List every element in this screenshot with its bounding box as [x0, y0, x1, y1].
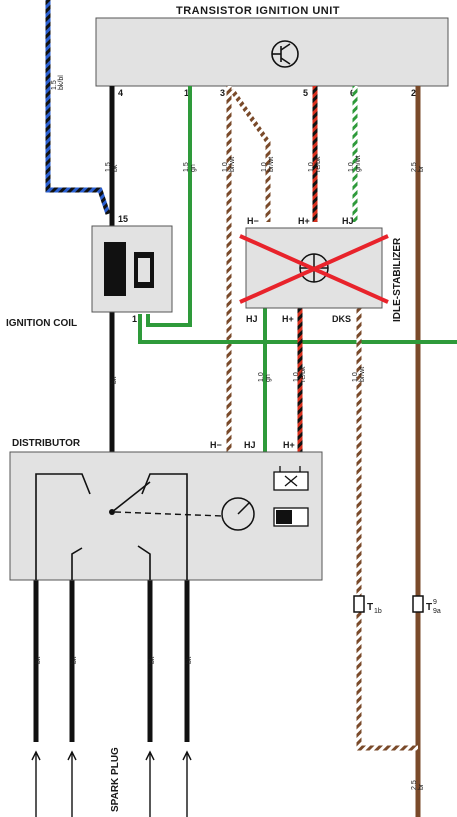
spark-plug-arrows-icon	[31, 750, 192, 817]
label-wre2-gauge: 1.0	[293, 372, 300, 382]
label-wdks-color: br/wt	[359, 367, 366, 382]
label-w2-gauge: 2.5	[411, 162, 418, 172]
label-wre2-color: re/bk	[300, 366, 307, 382]
transistor-symbol-icon	[271, 40, 299, 68]
connector-t9a-label: T	[426, 602, 432, 613]
wire-pin3-diag-brwt	[229, 88, 271, 222]
stab-pin-hplus-bottom: H+	[282, 314, 294, 324]
stab-pin-hj-bottom: HJ	[246, 314, 258, 324]
spark-plugs: SPARK PLUG	[31, 747, 192, 817]
distributor: DISTRIBUTOR H− HJ H+	[9, 438, 323, 581]
ignition-coil: 15 1 IGNITION COIL	[6, 214, 173, 329]
stab-pin-hplus-top: H+	[298, 216, 310, 226]
unit-pin-5: 5	[303, 88, 308, 98]
unit-pin-1: 1	[184, 88, 189, 98]
connector-t9a: T 9 9a	[412, 595, 441, 615]
label-sp1-color: bk	[35, 656, 42, 664]
label-wbot-color: br	[418, 783, 425, 790]
connector-t9a-sub: 9a	[433, 608, 441, 615]
distributor-label: DISTRIBUTOR	[12, 438, 81, 449]
label-w1u-gauge: 1.5	[183, 162, 190, 172]
dist-pin-hplus: H+	[283, 440, 295, 450]
transistor-ignition-unit: TRANSISTOR IGNITION UNIT 4 1 3 5 6 2	[95, 5, 449, 98]
label-w5-gauge: 1.0	[308, 162, 315, 172]
connector-t1b: T 1b	[353, 595, 382, 615]
unit-pin-2: 2	[411, 88, 416, 98]
label-wgn2-gauge: 1.0	[258, 372, 265, 382]
coil-pin-1: 1	[132, 314, 137, 324]
label-w5-color: re/bk	[315, 156, 322, 172]
label-w3-gauge: 1.0	[222, 162, 229, 172]
idle-stabilizer: H− H+ HJ HJ H+ DKS IDLE-STABILIZER	[239, 216, 403, 324]
wires	[33, 0, 457, 817]
label-wcoil-color: bk	[111, 376, 118, 384]
label-w1u-color: gn	[190, 164, 197, 172]
unit-pin-3: 3	[220, 88, 225, 98]
cross-out-icon	[239, 234, 389, 304]
label-sp2-color: bk	[71, 656, 78, 664]
hall-sender-icon	[273, 507, 309, 527]
label-w6-color: gn/wt	[355, 155, 362, 172]
spark-plug-label: SPARK PLUG	[110, 747, 121, 812]
unit-title: TRANSISTOR IGNITION UNIT	[176, 5, 340, 17]
stab-pin-hj-top: HJ	[342, 216, 354, 226]
connector-t1b-label: T	[367, 602, 373, 613]
label-w4-color: bk	[112, 164, 119, 172]
dist-pin-hminus: H−	[210, 440, 222, 450]
idle-stabilizer-label: IDLE-STABILIZER	[392, 237, 403, 322]
coil-pin-15: 15	[118, 214, 128, 224]
ignition-coil-label: IGNITION COIL	[6, 318, 77, 329]
label-w1-color: bk/bl	[58, 75, 65, 90]
stab-pin-dks: DKS	[332, 314, 351, 324]
label-w2-color: br	[418, 165, 425, 172]
connector-t1b-sub: 1b	[374, 608, 382, 615]
label-w1-gauge: 1.5	[51, 80, 58, 90]
wire-bk-bl	[45, 0, 111, 215]
label-wdks-gauge: 1.0	[352, 372, 359, 382]
label-wgn2-color: gn	[265, 374, 272, 382]
label-w3-color: br/wt	[229, 157, 236, 172]
label-w3b-gauge: 1.0	[261, 162, 268, 172]
label-sp3-color: bk	[149, 656, 156, 664]
unit-pin-4: 4	[118, 88, 123, 98]
label-w3b-color: br/wt	[268, 157, 275, 172]
wire-gn-bus	[138, 314, 457, 344]
dist-pin-hj: HJ	[244, 440, 256, 450]
vacuum-switch-icon	[273, 466, 309, 491]
wire-stab-dks-brwt	[356, 308, 418, 751]
wire-pin1-gn	[146, 86, 192, 327]
stab-pin-hminus: H−	[247, 216, 259, 226]
label-w6-gauge: 1.0	[348, 162, 355, 172]
connector-t9a-sup: 9	[433, 599, 437, 606]
label-sp4-color: bk	[186, 656, 193, 664]
label-wbot-gauge: 2.5	[411, 780, 418, 790]
wire-labels: 1.5 bk/bl 1.5 bk 1.5 gn 1.0 br/wt 1.0 br…	[35, 75, 425, 790]
label-w4-gauge: 1.5	[105, 162, 112, 172]
